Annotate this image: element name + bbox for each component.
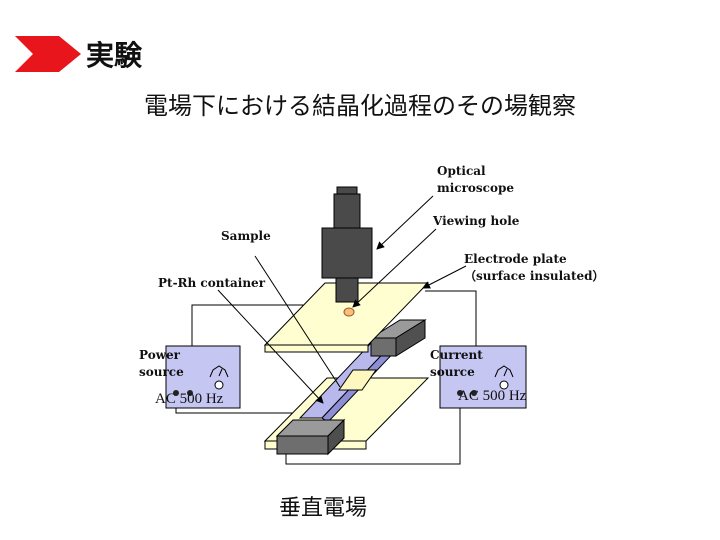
power-source-meter: [165, 345, 241, 409]
label-viewing-hole: Viewing hole: [433, 214, 520, 228]
viewing-hole: [343, 307, 355, 317]
arrow-viewing-hole: [352, 228, 437, 308]
wire-top-right: [425, 290, 477, 346]
front-electrode-front: [276, 435, 329, 455]
arrow-pt-rh-container: [217, 289, 324, 404]
microscope-objective: [335, 277, 359, 303]
line-sample: [254, 255, 341, 388]
wire-top-left: [191, 304, 305, 346]
label-optical-microscope: Optical microscope: [437, 164, 514, 195]
rear-electrode-front: [370, 337, 397, 357]
label-pt-rh-container: Pt-Rh container: [158, 276, 266, 290]
sample-crystal: [338, 369, 377, 391]
arrow-optical-microscope: [376, 195, 434, 250]
chevron-bullet-icon: [15, 36, 81, 72]
microscope-body: [321, 227, 373, 279]
microscope-eyepiece: [333, 193, 361, 229]
label-ac-left: AC 500 Hz: [155, 391, 224, 407]
front-electrode-side: [327, 418, 345, 456]
slide-subtitle: 電場下における結晶化過程のその場観察: [144, 92, 576, 120]
label-sample: Sample: [221, 229, 271, 243]
label-current-source: Current source: [430, 348, 483, 379]
upper-plate-edge: [264, 344, 369, 353]
rear-electrode-side: [395, 319, 426, 357]
current-source-meter: [439, 345, 527, 409]
arrow-electrode-plate: [422, 265, 467, 289]
leader-lines: [217, 195, 467, 404]
label-power-source: Power source: [139, 348, 184, 379]
microscope: [321, 186, 373, 303]
label-electrode-plate: Electrode plate （surface insulated）: [464, 252, 605, 283]
label-ac-right: AC 500 Hz: [458, 388, 527, 404]
diagram-caption: 垂直電場: [279, 496, 368, 521]
slide-heading: 実験: [86, 39, 143, 72]
wire-bottom-right: [285, 393, 461, 465]
microscope-eyepiece-cap: [336, 186, 358, 195]
